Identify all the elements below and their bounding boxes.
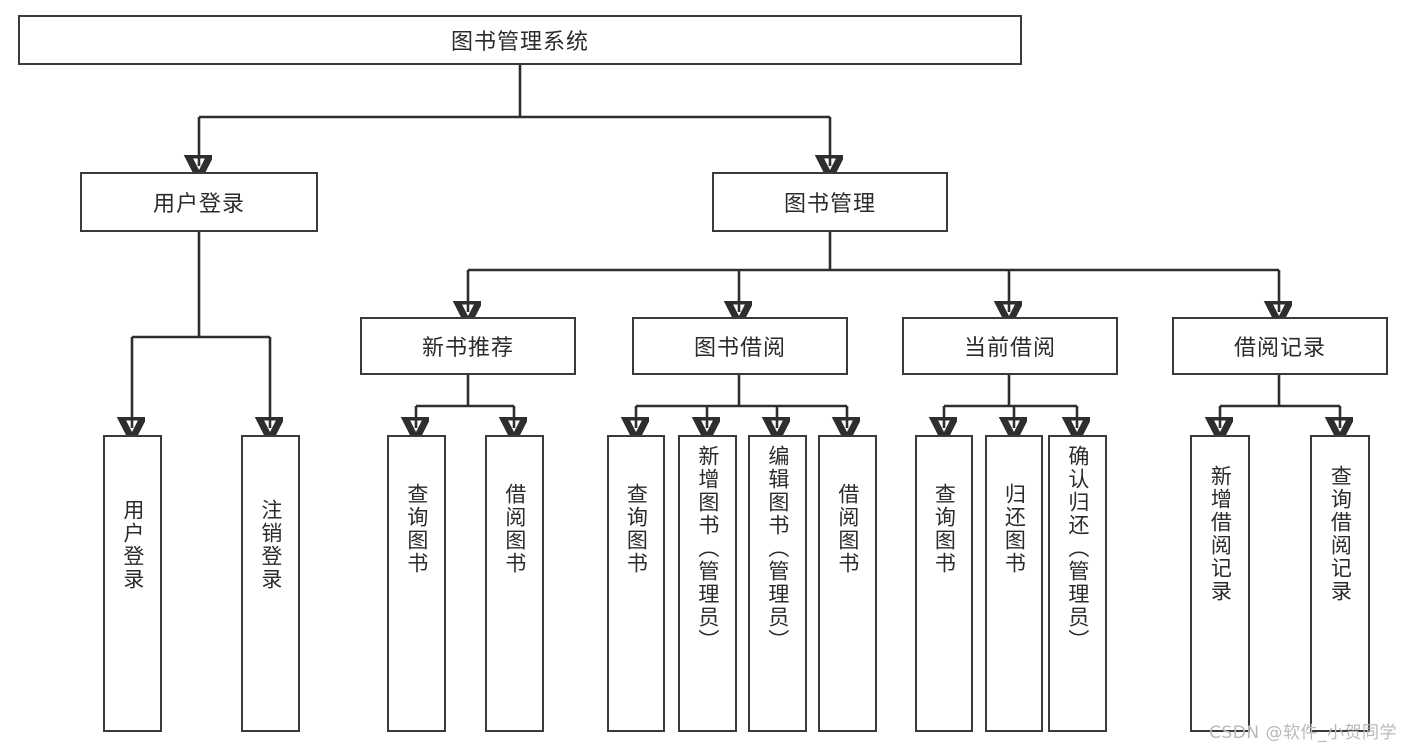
node-label: 用户登录 (120, 499, 145, 591)
node-label: 图书管理 (783, 192, 876, 217)
node-root-book-management-system[interactable]: 图书管理系统 (18, 15, 1022, 65)
node-leaf-user-login[interactable]: 用户登录 (103, 435, 162, 732)
node-leaf-add-book-admin[interactable]: 新增图书（管理员） (678, 435, 737, 732)
watermark: CSDN @软件_小贺同学 (1209, 723, 1397, 743)
node-leaf-return-book[interactable]: 归还图书 (985, 435, 1043, 732)
node-label: 确认归还（管理员） (1065, 445, 1090, 652)
node-label: 查询借阅记录 (1328, 465, 1353, 603)
node-label: 新增图书（管理员） (695, 445, 720, 652)
node-new-book-recommend[interactable]: 新书推荐 (360, 317, 576, 375)
node-label: 归还图书 (1002, 483, 1027, 575)
node-current-borrow[interactable]: 当前借阅 (902, 317, 1118, 375)
node-label: 图书借阅 (693, 336, 786, 361)
node-book-borrow[interactable]: 图书借阅 (632, 317, 848, 375)
node-leaf-query-book-current[interactable]: 查询图书 (915, 435, 973, 732)
node-leaf-add-borrow-record[interactable]: 新增借阅记录 (1190, 435, 1250, 732)
node-leaf-borrow-book-recommend[interactable]: 借阅图书 (485, 435, 544, 732)
node-leaf-query-borrow-record[interactable]: 查询借阅记录 (1310, 435, 1370, 732)
node-label: 用户登录 (152, 192, 245, 217)
node-label: 借阅图书 (835, 483, 860, 575)
node-label: 借阅图书 (502, 483, 527, 575)
node-label: 编辑图书（管理员） (765, 445, 790, 652)
node-label: 图书管理系统 (450, 30, 589, 55)
node-label: 查询图书 (932, 483, 957, 575)
node-user-login[interactable]: 用户登录 (80, 172, 318, 232)
node-leaf-user-logout[interactable]: 注销登录 (241, 435, 300, 732)
node-label: 当前借阅 (963, 336, 1056, 361)
node-label: 借阅记录 (1233, 336, 1326, 361)
node-leaf-query-book-recommend[interactable]: 查询图书 (387, 435, 446, 732)
node-label: 查询图书 (624, 483, 649, 575)
node-label: 查询图书 (404, 483, 429, 575)
node-label: 新增借阅记录 (1208, 465, 1233, 603)
node-label: 注销登录 (258, 499, 283, 591)
node-leaf-borrow-book[interactable]: 借阅图书 (818, 435, 877, 732)
node-label: 新书推荐 (421, 336, 514, 361)
node-leaf-query-book-borrow[interactable]: 查询图书 (607, 435, 665, 732)
node-book-management[interactable]: 图书管理 (712, 172, 948, 232)
node-leaf-edit-book-admin[interactable]: 编辑图书（管理员） (748, 435, 807, 732)
node-leaf-confirm-return-admin[interactable]: 确认归还（管理员） (1048, 435, 1107, 732)
node-borrow-record[interactable]: 借阅记录 (1172, 317, 1388, 375)
